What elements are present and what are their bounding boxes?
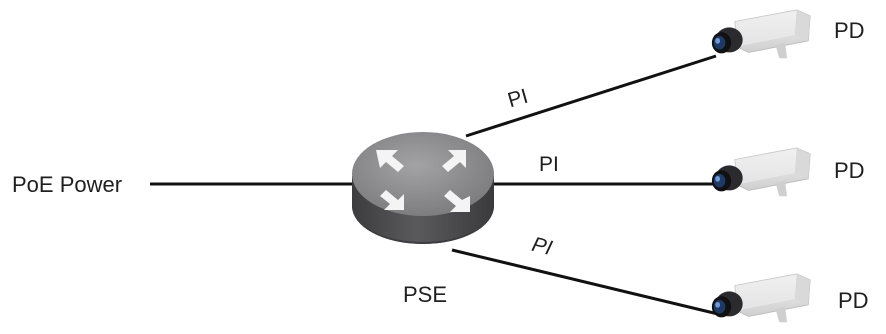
pi-label-middle: PI xyxy=(539,153,559,176)
pd-label-bottom: PD xyxy=(838,288,869,313)
pd-label-top: PD xyxy=(834,18,865,43)
poe-power-label: PoE Power xyxy=(12,172,123,197)
link-line-bottom xyxy=(451,248,719,316)
security-camera-icon xyxy=(711,9,811,59)
pse-label: PSE xyxy=(403,282,448,307)
pd-label-middle: PD xyxy=(834,158,865,183)
router-switch-icon xyxy=(352,132,494,244)
security-camera-icon xyxy=(711,147,811,197)
security-camera-icon xyxy=(711,273,811,323)
link-line-top xyxy=(465,54,717,138)
